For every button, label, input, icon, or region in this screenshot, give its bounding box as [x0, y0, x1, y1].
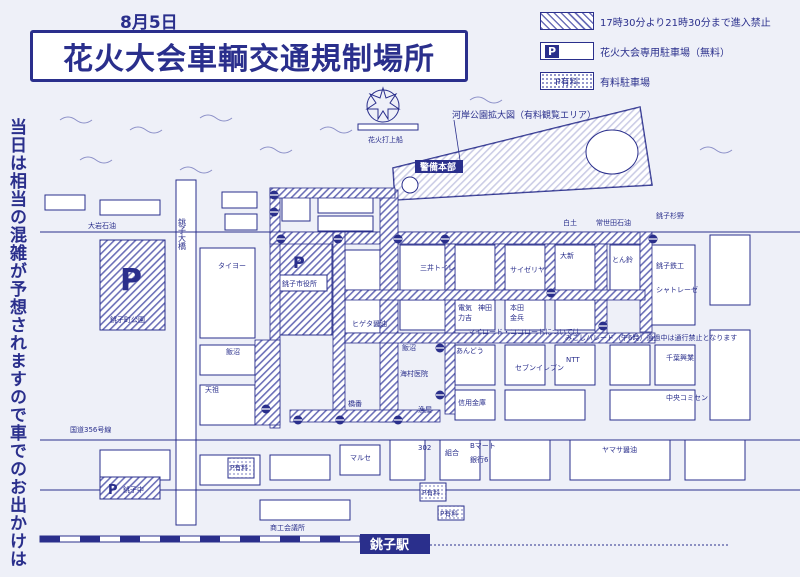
- legend-label: 花火大会専用駐車場（無料）: [600, 47, 730, 59]
- parking-lot-choshi-naka: [99, 476, 161, 500]
- legend-item-paid-parking: P有料 有料駐車場: [540, 72, 650, 90]
- paid-parking-2: [419, 482, 447, 502]
- place-label: 信用金庫: [458, 398, 486, 407]
- place-label: 金兵: [510, 313, 524, 322]
- parking-p-icon: P: [293, 253, 305, 272]
- place-label: タイヨー: [218, 261, 246, 270]
- place-label: 組合: [445, 448, 459, 457]
- place-label: ヤマサ醤油: [602, 445, 637, 454]
- place-label: 銀行6: [470, 455, 489, 464]
- place-label: 神田: [478, 303, 492, 312]
- parade-note: みこしパレード（午6時）通過中は通行禁止となります: [565, 333, 737, 342]
- place-label: NTT: [566, 356, 580, 364]
- hatch-swatch-icon: [540, 12, 594, 30]
- place-label: セブンイレブン: [515, 363, 564, 372]
- place-label: マルセ: [350, 454, 371, 462]
- parade-note: マイロード・ココロードについては: [468, 328, 580, 336]
- title-banner: 花火大会車輌交通規制場所: [30, 30, 468, 82]
- place-label: 銚子鉄工: [656, 261, 684, 270]
- page-title: 花火大会車輌交通規制場所: [63, 42, 435, 77]
- paid-parking-3: [437, 505, 465, 521]
- place-label: 常世田石油: [596, 218, 631, 227]
- city-blocks: [44, 191, 751, 521]
- choshi-naka-label: 銚子中: [123, 485, 144, 494]
- city-hall-label: 銚子市役所: [282, 279, 317, 288]
- place-label: サイゼリヤ: [510, 265, 545, 274]
- place-label: あんどう: [456, 347, 484, 355]
- place-label: 力吉: [458, 313, 472, 322]
- place-label: 白土: [563, 218, 577, 227]
- road-choshi-ohashi: [175, 179, 197, 526]
- bridge-label: 銚子大橋: [178, 217, 187, 251]
- place-label: 大岩石油: [88, 221, 116, 230]
- parking-swatch-icon: P: [540, 42, 594, 60]
- place-label: とん鈴: [612, 255, 633, 264]
- map-legend: 17時30分より21時30分まで進入禁止 P 花火大会専用駐車場（無料） P有料…: [540, 8, 800, 103]
- place-label: 天祖: [205, 385, 219, 394]
- road-label: 国道356号線: [70, 425, 111, 434]
- place-label: 三井トイレ: [420, 263, 455, 272]
- chiyomi-park-label: 銚子町公園: [110, 315, 145, 324]
- hq-badge: [415, 160, 463, 173]
- paid-parking-label: P有料: [422, 488, 440, 497]
- place-label: 飯沼: [226, 347, 240, 356]
- park-plaza: [585, 129, 639, 175]
- place-label: シャトレーゼ: [656, 285, 698, 294]
- river-waves-icon: [59, 96, 733, 174]
- station-label: 銚子駅: [370, 537, 410, 553]
- place-label: ヒゲタ醤油: [352, 319, 387, 328]
- paid-parking-1: [227, 457, 255, 479]
- place-label: 商工会議所: [270, 523, 305, 532]
- event-date: 8月5日: [120, 13, 178, 33]
- place-label: 飯沼: [402, 343, 416, 352]
- fireworks-launch-ship-icon: [357, 86, 419, 131]
- parking-lot-chiyomi: [99, 239, 166, 331]
- place-label: 本田: [510, 303, 524, 312]
- place-label: 橋番: [348, 399, 362, 408]
- place-label: 千葉興業: [666, 353, 694, 362]
- station-badge: [360, 534, 430, 554]
- closure-markers: [261, 190, 658, 425]
- parking-p-icon: P: [108, 483, 118, 498]
- place-label: 大新: [560, 251, 574, 260]
- legend-label: 17時30分より21時30分まで進入禁止: [600, 17, 771, 29]
- place-label: 中央コミセン: [666, 393, 708, 402]
- place-label: Bマート: [470, 442, 496, 450]
- legend-label: 有料駐車場: [600, 77, 650, 89]
- place-label: 海村医院: [400, 369, 428, 378]
- place-label: 銚子杉野: [656, 211, 684, 220]
- park-label: 河岸公園拡大図（有料観覧エリア）: [452, 109, 596, 121]
- paid-parking-mark: P有料: [555, 77, 579, 88]
- parking-p-icon: P: [120, 263, 142, 298]
- paid-parking-label: P有料: [440, 509, 458, 518]
- place-label: 電気: [458, 303, 472, 312]
- side-notice: 当日は相当の混雑が予想されますので車でのお出かけはご遠慮下さい。: [6, 118, 26, 568]
- legend-item-free-parking: P 花火大会専用駐車場（無料）: [540, 42, 730, 60]
- legend-item-closed: 17時30分より21時30分まで進入禁止: [540, 12, 771, 30]
- launch-ship-label: 花火打上船: [368, 135, 403, 144]
- place-label: 漁屋: [418, 405, 432, 414]
- parking-p-mark: P: [545, 44, 560, 58]
- place-label: 302: [418, 444, 431, 452]
- paid-parking-swatch-icon: P有料: [540, 72, 594, 90]
- hq-label: 警備本部: [420, 161, 456, 173]
- paid-parking-label: P有料: [230, 463, 248, 472]
